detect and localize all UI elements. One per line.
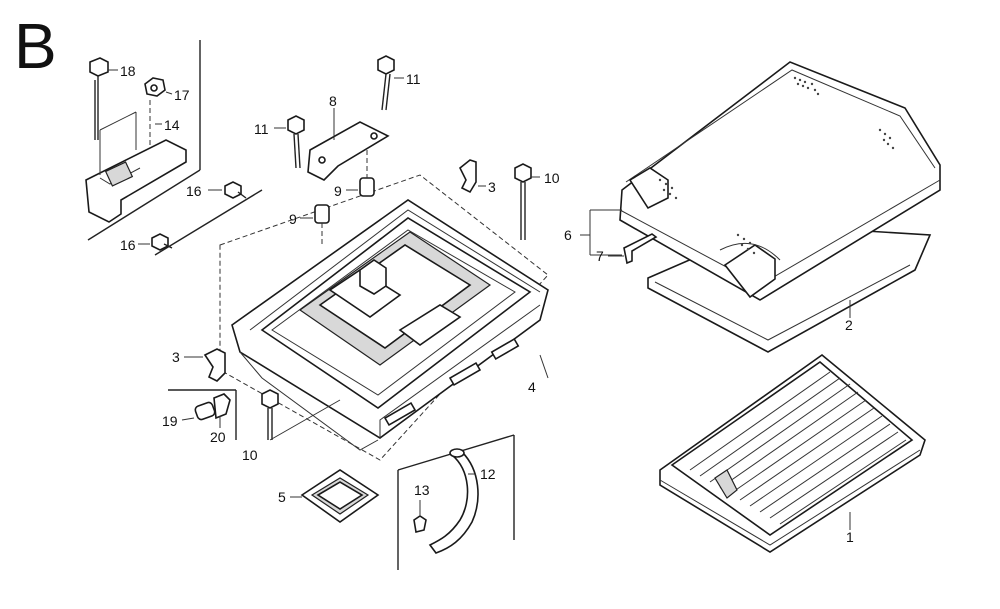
callout-16-lower: 16	[120, 237, 136, 253]
callout-19: 19	[162, 413, 178, 429]
callout-13: 13	[414, 482, 430, 498]
callout-14: 14	[164, 117, 180, 133]
callout-10-lower: 10	[242, 447, 258, 463]
bolt-18	[89, 57, 118, 140]
clip-20	[213, 393, 231, 428]
callout-18: 18	[120, 63, 136, 79]
callout-11-right: 11	[406, 71, 421, 87]
callout-9-left: 9	[289, 211, 297, 227]
bolt-10-upper	[514, 163, 540, 240]
callout-2: 2	[845, 317, 853, 333]
clip-3-upper	[458, 159, 486, 194]
callout-1: 1	[846, 529, 854, 545]
callout-10-upper: 10	[544, 170, 560, 186]
bolt-11-right	[377, 55, 404, 111]
callout-labels: 18 17 14 16 16 8 11 11 9 9 3 10 6 7 2 3 …	[120, 63, 854, 545]
callout-8: 8	[329, 93, 337, 109]
bolt-11-left	[274, 115, 305, 169]
callout-17: 17	[174, 87, 190, 103]
callout-16-upper: 16	[186, 183, 202, 199]
bracket-8	[307, 108, 390, 181]
hex-key-7	[623, 233, 658, 265]
clip-3-lower	[184, 348, 226, 382]
callout-20: 20	[210, 429, 226, 445]
bracket-14	[85, 111, 187, 223]
callout-3-upper: 3	[488, 179, 496, 195]
nut-17	[144, 77, 173, 155]
callout-6: 6	[564, 227, 572, 243]
lower-group-frame	[168, 389, 237, 440]
callout-5: 5	[278, 489, 286, 505]
air-cleaner-case-4	[219, 174, 549, 461]
callout-3-lower: 3	[172, 349, 180, 365]
bolt-10-lower	[261, 389, 341, 441]
bolt-16-upper	[208, 181, 247, 199]
callout-4: 4	[528, 379, 536, 395]
gasket-5	[290, 469, 380, 523]
filter-element-1	[659, 353, 926, 553]
section-letter: B	[14, 10, 57, 82]
bolt-16-lower	[138, 233, 173, 251]
leader-6	[580, 209, 624, 257]
collar-9-right	[346, 150, 375, 197]
collar-9-left	[300, 204, 330, 245]
clip-13	[413, 500, 427, 533]
grommet-19	[181, 401, 216, 421]
callout-12: 12	[480, 466, 496, 482]
callout-9-right: 9	[334, 183, 342, 199]
callout-7: 7	[596, 248, 604, 264]
breather-tube-12	[428, 448, 479, 554]
air-cleaner-cover-2	[619, 61, 941, 353]
bracket-group-frame	[87, 40, 263, 256]
callout-11-left: 11	[254, 121, 269, 137]
